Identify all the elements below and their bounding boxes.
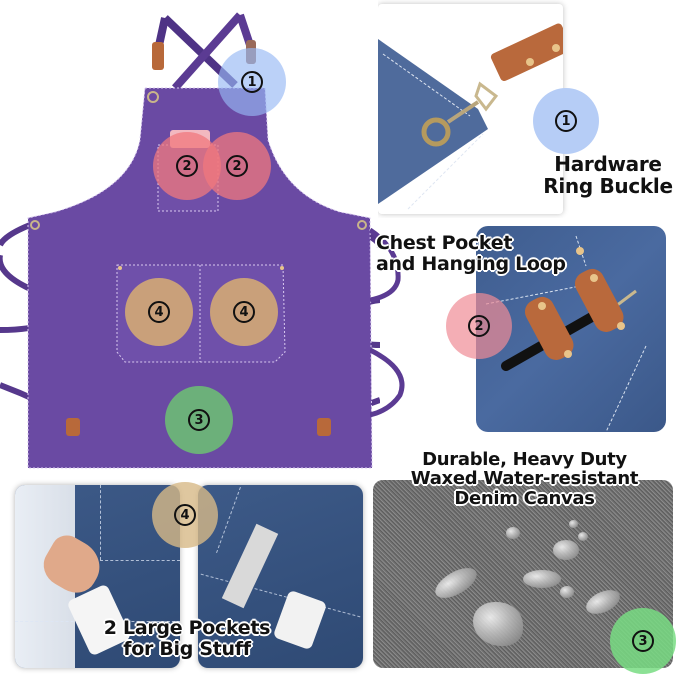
water-drop bbox=[523, 570, 561, 588]
stitch-line bbox=[100, 560, 180, 561]
feature-1-badge: 1 bbox=[533, 88, 599, 154]
chest-pocket-pen-illustration bbox=[485, 235, 647, 432]
feature-chest-pocket-loop: 2 Chest Pocket and Hanging Loop bbox=[370, 220, 679, 450]
feature-3-badge: 3 bbox=[610, 608, 676, 674]
water-drop bbox=[569, 520, 578, 528]
feature-3-title: Durable, Heavy Duty Waxed Water-resistan… bbox=[410, 449, 639, 509]
feature-4-badge: 4 bbox=[152, 482, 218, 548]
apron-badge-2-loop: 2 bbox=[203, 132, 271, 200]
feature-2-badge: 2 bbox=[446, 293, 512, 359]
water-drop bbox=[582, 585, 624, 619]
stitch-line bbox=[216, 486, 241, 554]
feature-waxed-canvas: 3 Durable, Heavy Duty Waxed Water-resist… bbox=[370, 440, 679, 678]
apron-tie-edge bbox=[370, 227, 405, 418]
pocket-photo-phone bbox=[15, 485, 180, 668]
hardware-photo bbox=[378, 4, 563, 214]
feature-large-pockets: 4 2 Large Pockets for Big Stuff bbox=[0, 470, 375, 678]
feature-4-title: 2 Large Pockets for Big Stuff bbox=[103, 617, 271, 660]
feature-hardware-ring-buckle: 1 Hardware Ring Buckle bbox=[378, 0, 679, 218]
apron-badge-1: 1 bbox=[218, 48, 286, 116]
pocket-photo-caliper bbox=[198, 485, 363, 668]
feature-1-title: Hardware Ring Buckle bbox=[543, 152, 673, 198]
water-drop bbox=[560, 586, 574, 598]
apron-badge-4-right: 4 bbox=[210, 278, 278, 346]
water-drop bbox=[578, 532, 588, 541]
water-drop bbox=[506, 527, 520, 539]
apron-badge-4-left: 4 bbox=[125, 278, 193, 346]
caliper bbox=[221, 523, 279, 609]
stitch-line bbox=[100, 485, 101, 560]
hardware-ring-buckle-illustration bbox=[378, 23, 563, 210]
feature-2-title: Chest Pocket and Hanging Loop bbox=[376, 232, 566, 275]
apron-main-image: 1 2 2 4 4 3 bbox=[0, 0, 380, 470]
water-drop bbox=[473, 602, 523, 646]
apron-badge-3: 3 bbox=[165, 386, 233, 454]
water-drop bbox=[430, 561, 482, 605]
water-drop bbox=[553, 540, 579, 560]
